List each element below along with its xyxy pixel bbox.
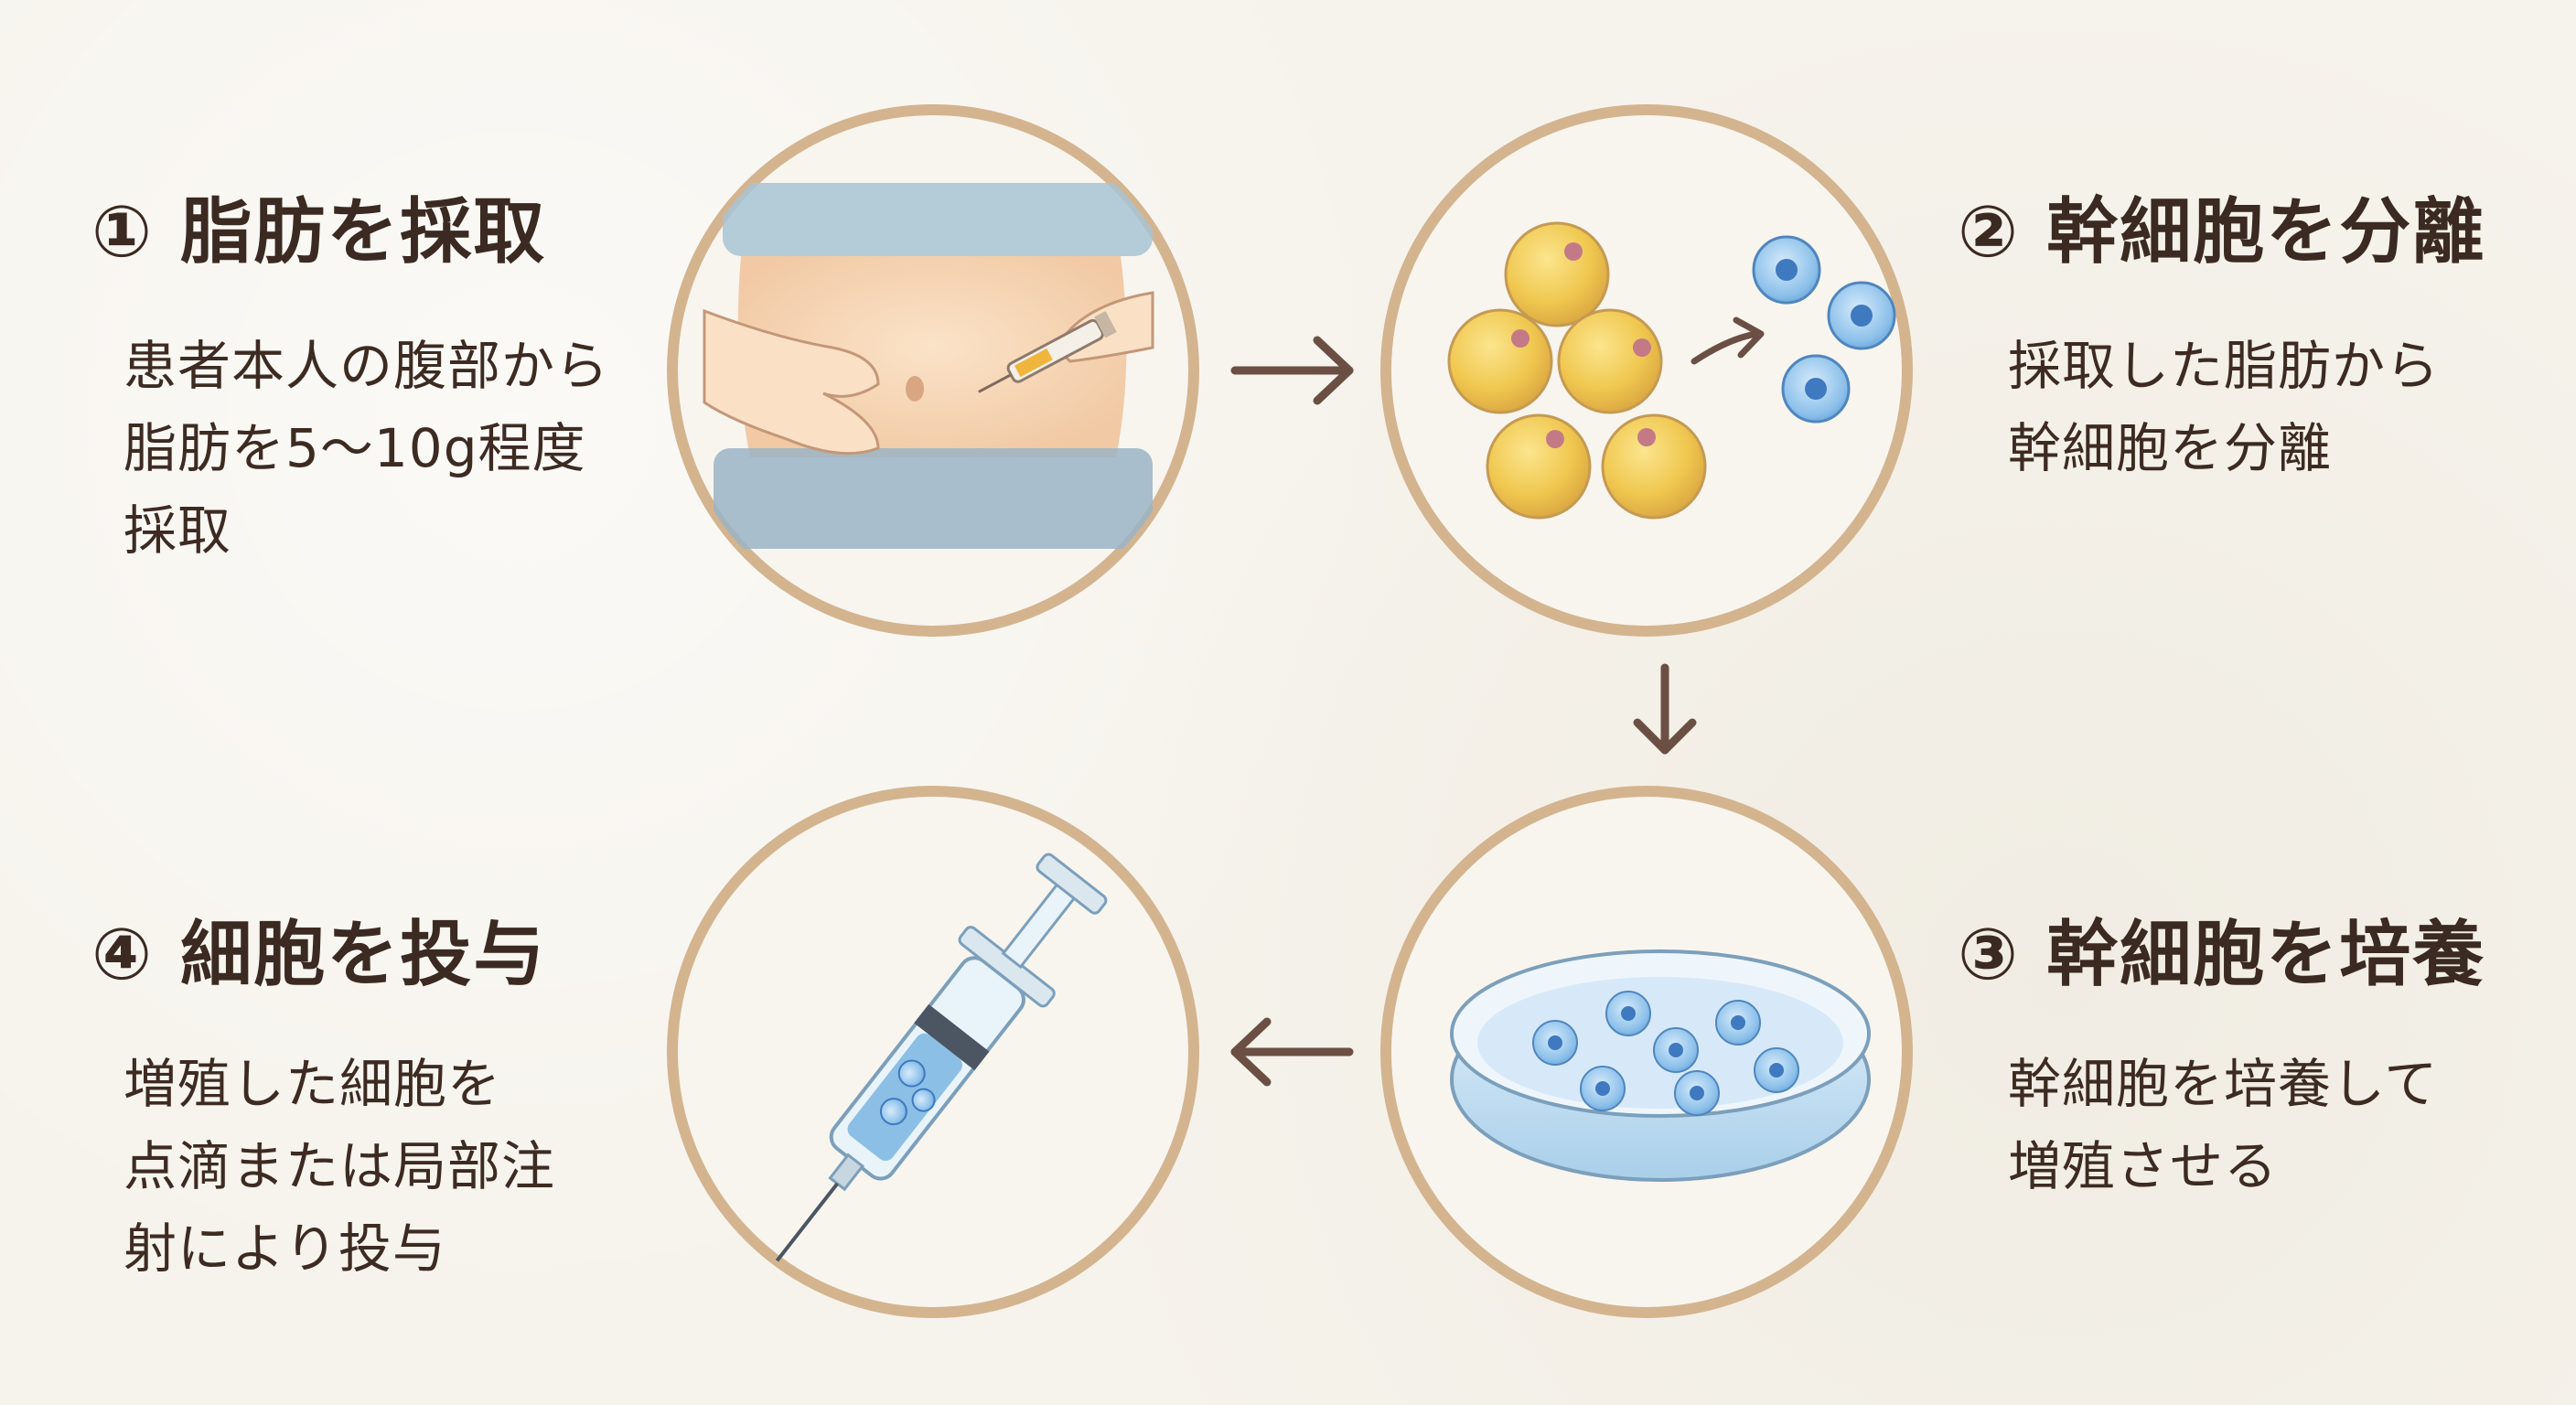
step-1-line-2: 脂肪を5〜10g程度 bbox=[123, 417, 586, 479]
step-1-line-1: 患者本人の腹部から bbox=[123, 335, 610, 397]
step-3-title: ③ 幹細胞を培養 bbox=[1958, 914, 2486, 996]
step-3-line-1: 幹細胞を培養して bbox=[2008, 1053, 2439, 1115]
step-4-title: ④ 細胞を投与 bbox=[91, 914, 547, 996]
step-4-line-1: 増殖した細胞を bbox=[123, 1053, 502, 1115]
fat-cells bbox=[1447, 221, 1707, 520]
circle-step-1 bbox=[667, 104, 1199, 637]
fat-and-stem-cells-illustration bbox=[1447, 221, 1896, 520]
stem-cells bbox=[1752, 235, 1896, 424]
step-4-line-2: 点滴または局部注 bbox=[123, 1135, 556, 1197]
circle-step-3 bbox=[1380, 786, 1913, 1318]
step-1-title: ① 脂肪を採取 bbox=[91, 191, 547, 273]
step-1-description: 患者本人の腹部から 脂肪を5〜10g程度 採取 bbox=[123, 325, 609, 572]
step-2-line-2: 幹細胞を分離 bbox=[2008, 417, 2333, 479]
step-4-line-3: 射により投与 bbox=[123, 1217, 446, 1280]
cultured-cells bbox=[1532, 991, 1799, 1116]
petri-dish-illustration bbox=[1450, 949, 1871, 1182]
abdomen-injection-illustration bbox=[703, 183, 1154, 549]
step-1-line-3: 採取 bbox=[123, 499, 232, 562]
arrow-left bbox=[1230, 1017, 1354, 1087]
step-4-description: 増殖した細胞を 点滴または局部注 射により投与 bbox=[123, 1043, 555, 1290]
circle-step-4 bbox=[667, 786, 1199, 1318]
step-2-description: 採取した脂肪から 幹細胞を分離 bbox=[2008, 325, 2440, 489]
circle-step-2 bbox=[1380, 104, 1913, 637]
arrow-right bbox=[1230, 336, 1354, 405]
step-2-line-1: 採取した脂肪から bbox=[2008, 335, 2441, 397]
step-3-description: 幹細胞を培養して 増殖させる bbox=[2008, 1043, 2438, 1207]
step-2-title: ② 幹細胞を分離 bbox=[1958, 191, 2486, 273]
arrow-down bbox=[1633, 663, 1697, 755]
step-3-line-2: 増殖させる bbox=[2008, 1135, 2279, 1197]
